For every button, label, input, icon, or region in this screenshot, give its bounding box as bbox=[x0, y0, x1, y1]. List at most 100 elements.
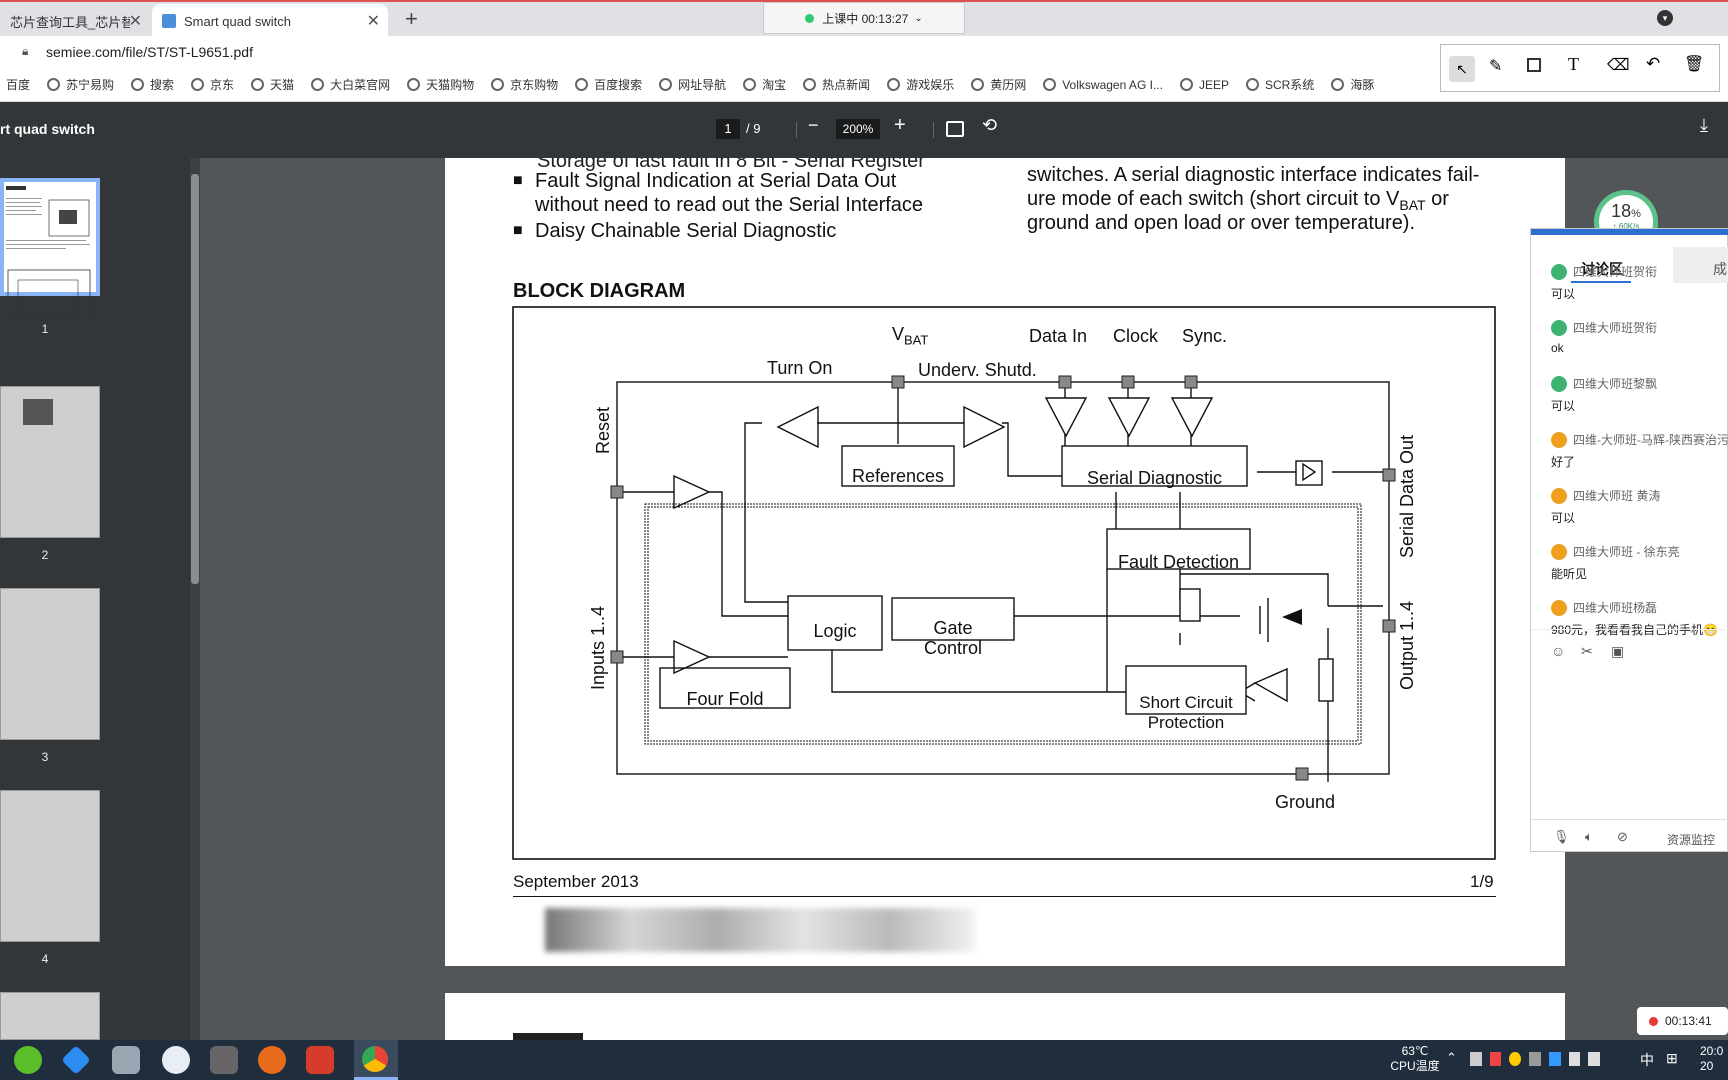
app-icon[interactable] bbox=[258, 1046, 286, 1074]
url-field[interactable]: semiee.com/file/ST/ST-L9651.pdf bbox=[46, 44, 253, 60]
bookmark-label: 大白菜官网 bbox=[330, 78, 391, 92]
bookmark-item[interactable]: JEEP bbox=[1179, 78, 1229, 92]
tray-icon[interactable] bbox=[1509, 1052, 1522, 1066]
bookmark-item[interactable]: 热点新闻 bbox=[803, 76, 870, 93]
bookmark-item[interactable]: 搜索 bbox=[131, 76, 174, 93]
recording-timer[interactable]: 00:13:41 bbox=[1637, 1007, 1728, 1035]
temp-value: 63℃ bbox=[1401, 1044, 1429, 1058]
sidebar-scrollbar[interactable] bbox=[190, 158, 200, 1040]
tab-other[interactable]: 成 bbox=[1713, 261, 1727, 277]
description-line: switches. A serial diagnostic interface … bbox=[1027, 164, 1480, 186]
speaker-icon[interactable]: 🔈︎ bbox=[1585, 829, 1593, 844]
fit-page-icon[interactable] bbox=[946, 121, 964, 137]
tab-chip-query[interactable]: 芯片查询工具_芯片替代 ✕ bbox=[0, 4, 150, 38]
description-text: ure mode of each switch (short circuit t… bbox=[1027, 188, 1400, 210]
bookmark-label: 京东购物 bbox=[510, 78, 559, 92]
pen-icon[interactable]: ✎ bbox=[1489, 58, 1503, 75]
zoom-in-icon[interactable]: + bbox=[894, 114, 906, 136]
tab-inactive-bg bbox=[1673, 247, 1728, 283]
bookmark-item[interactable]: SCR系统 bbox=[1245, 76, 1314, 93]
class-timer[interactable]: 上课中 00:13:27 ⌄ bbox=[763, 2, 965, 34]
bookmark-label: 百度搜索 bbox=[594, 78, 643, 92]
volume-icon[interactable] bbox=[1588, 1052, 1601, 1066]
wps-icon[interactable] bbox=[306, 1046, 334, 1074]
bookmark-item[interactable]: 黄历网 bbox=[971, 76, 1026, 93]
pointer-icon[interactable]: ↖ bbox=[1449, 56, 1475, 82]
resource-monitor[interactable]: 资源监控 bbox=[1667, 833, 1716, 847]
tray-chevron-icon[interactable]: ⌃ bbox=[1446, 1050, 1457, 1065]
bookmark-item[interactable]: 天猫购物 bbox=[407, 76, 474, 93]
bookmark-label: 游戏娱乐 bbox=[906, 78, 955, 92]
emoji-icon[interactable]: ☺ bbox=[1551, 643, 1566, 659]
app-icon[interactable] bbox=[210, 1046, 238, 1074]
trash-icon[interactable]: 🗑︎ bbox=[1684, 56, 1705, 73]
chat-message-text: 能听见 bbox=[1551, 567, 1588, 581]
thumbnail-page-1[interactable] bbox=[0, 178, 100, 321]
image-icon[interactable]: ▣ bbox=[1611, 643, 1625, 659]
network-icon[interactable] bbox=[1568, 1052, 1581, 1066]
scp-text: Protection bbox=[1147, 713, 1225, 732]
tab-smart-quad-switch[interactable]: Smart quad switch ✕ bbox=[152, 4, 388, 38]
bookmark-item[interactable]: 海豚 bbox=[1331, 76, 1374, 93]
chrome-icon bbox=[362, 1046, 388, 1072]
close-icon[interactable]: ✕ bbox=[366, 13, 380, 30]
scissors-icon[interactable]: ✂ bbox=[1581, 643, 1593, 659]
temp-label: CPU温度 bbox=[1390, 1059, 1440, 1073]
bookmark-item[interactable]: 游戏娱乐 bbox=[887, 76, 954, 93]
bookmark-item[interactable]: 天猫 bbox=[251, 76, 294, 93]
tray-icon[interactable] bbox=[1529, 1052, 1541, 1066]
globe-icon bbox=[887, 78, 901, 91]
ime-indicator[interactable]: 中 bbox=[1640, 1052, 1654, 1068]
chrome-taskbar-button[interactable] bbox=[354, 1040, 398, 1080]
control-text: Control bbox=[923, 638, 983, 658]
rotate-icon[interactable]: ⟲ bbox=[982, 115, 998, 135]
chat-sender: 四维-大师班-马辉-陕西赛治污 bbox=[1551, 431, 1728, 448]
tray-icon[interactable] bbox=[1548, 1052, 1561, 1066]
thumbnail-page-5[interactable] bbox=[0, 992, 100, 1040]
bookmark-label: 百度 bbox=[6, 78, 31, 92]
app-icon[interactable] bbox=[162, 1046, 190, 1074]
app-icon[interactable] bbox=[61, 1045, 91, 1075]
bookmark-item[interactable]: 京东购物 bbox=[491, 76, 558, 93]
bookmark-item[interactable]: 网址导航 bbox=[659, 76, 726, 93]
tray-icon[interactable] bbox=[1470, 1052, 1482, 1066]
tab-label: 芯片查询工具_芯片替代 bbox=[10, 14, 130, 30]
keyboard-icon[interactable]: ⊞ bbox=[1666, 1050, 1678, 1066]
thumbnail-page-2[interactable] bbox=[0, 386, 100, 538]
new-tab-icon[interactable]: + bbox=[405, 6, 418, 31]
download-icon[interactable]: ⤓ bbox=[1700, 115, 1708, 135]
zoom-out-icon[interactable]: − bbox=[808, 115, 819, 135]
undo-icon[interactable]: ↶ bbox=[1646, 54, 1661, 73]
bookmark-item[interactable]: 百度 bbox=[6, 76, 30, 93]
microphone-icon[interactable]: 🎙︎ bbox=[1553, 829, 1570, 844]
bookmark-label: 网址导航 bbox=[678, 78, 727, 92]
bookmark-item[interactable]: 百度搜索 bbox=[575, 76, 642, 93]
thumbnail-page-3[interactable] bbox=[0, 588, 100, 740]
tray-icon[interactable] bbox=[1489, 1052, 1502, 1066]
page-number-input[interactable]: 1 bbox=[716, 119, 740, 139]
thumbnail-page-4[interactable] bbox=[0, 790, 100, 942]
eraser-icon[interactable]: ⌫ bbox=[1607, 57, 1630, 74]
tab-discussion[interactable]: 讨论区 bbox=[1581, 261, 1623, 277]
bookmark-item[interactable]: Volkswagen AG I... bbox=[1043, 78, 1163, 92]
bookmark-item[interactable]: 苏宁易购 bbox=[47, 76, 114, 93]
bookmark-item[interactable]: 京东 bbox=[191, 76, 234, 93]
mute-icon[interactable]: ⊘ bbox=[1617, 829, 1628, 844]
rectangle-icon[interactable] bbox=[1527, 58, 1541, 72]
globe-icon bbox=[743, 78, 757, 91]
zoom-input[interactable]: 200% bbox=[836, 119, 880, 139]
close-icon[interactable]: ✕ bbox=[128, 13, 142, 30]
bookmark-item[interactable]: 大白菜官网 bbox=[311, 76, 390, 93]
references-block: References bbox=[851, 466, 945, 486]
text-icon[interactable]: T bbox=[1568, 54, 1579, 74]
record-dot-icon bbox=[1649, 1016, 1658, 1026]
tab-search-icon[interactable]: ▾ bbox=[1657, 10, 1673, 26]
camera-icon[interactable] bbox=[112, 1046, 140, 1074]
globe-icon bbox=[971, 78, 985, 91]
start-icon[interactable] bbox=[14, 1046, 42, 1074]
bookmark-item[interactable]: 淘宝 bbox=[743, 76, 786, 93]
divider bbox=[796, 122, 797, 138]
